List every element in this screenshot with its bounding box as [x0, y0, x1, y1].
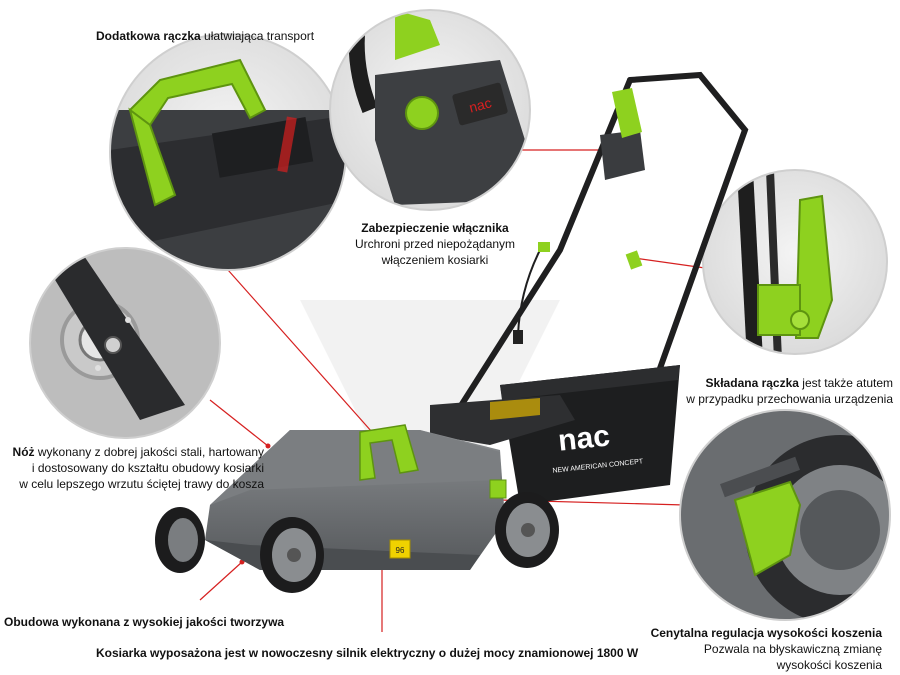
wheel-front-left — [155, 507, 205, 573]
wheel-rear — [495, 492, 559, 568]
callout-housing: Obudowa wykonana z wysokiej jakości twor… — [4, 614, 284, 630]
callout-safety-line1: Urchroni przed niepożądanym — [354, 237, 516, 251]
volume-badge: 96 — [396, 546, 405, 555]
callout-blade-text: wykonany z dobrej jakości stali, hartowa… — [34, 445, 264, 459]
callout-motor-text: Kosiarka wyposażona jest w nowoczesny si… — [96, 646, 639, 660]
callout-height-line2: wysokości koszenia — [776, 658, 882, 672]
line-folding — [633, 257, 706, 269]
callout-safety-line2: włączeniem kosiarki — [381, 253, 489, 267]
line-blade — [209, 399, 269, 447]
callout-housing-text: Obudowa wykonana z wysokiej jakości twor… — [4, 615, 285, 629]
line-handle — [227, 269, 373, 433]
callout-folding-text: jest także atutem — [798, 376, 893, 390]
callout-height: Cenytalna regulacja wysokości koszenia P… — [600, 625, 882, 673]
callout-blade: Nóż wykonany z dobrej jakości stali, har… — [0, 444, 264, 492]
callout-handle-text: ułatwiająca transport — [200, 29, 315, 43]
callout-height-title: Cenytalna regulacja wysokości koszenia — [650, 626, 882, 640]
handle-bar-right — [627, 71, 749, 433]
callout-safety: Zabezpieczenie włącznika Urchroni przed … — [340, 220, 530, 268]
detail-carry-handle — [110, 34, 346, 270]
callout-blade-title: Nóż — [12, 445, 35, 459]
callout-lines — [199, 149, 706, 632]
detail-brand-text: nac — [467, 94, 493, 115]
callout-handle: Dodatkowa rączka ułatwiająca transport — [96, 28, 314, 44]
callout-folding: Składana rączka jest także atutem w przy… — [640, 375, 893, 407]
callout-folding-title: Składana rączka — [705, 376, 799, 390]
callout-blade-line2: i dostosowany do kształtu obudowy kosiar… — [31, 461, 264, 475]
detail-safety-switch: nac — [330, 10, 530, 210]
callout-blade-line3: w celu lepszego wrzutu ściętej trawy do … — [19, 477, 264, 491]
detail-blade — [30, 248, 220, 438]
grassbox-brand: nac — [557, 419, 612, 457]
callout-height-line1: Pozwala na błyskawiczną zmianę — [703, 642, 882, 656]
callout-motor: Kosiarka wyposażona jest w nowoczesny si… — [96, 645, 638, 661]
callout-handle-title: Dodatkowa rączka — [96, 29, 201, 43]
detail-folding-handle — [703, 170, 887, 354]
line-housing — [199, 561, 243, 601]
lawn-mower: nac NEW AMERICAN CONCEPT 96 — [155, 71, 749, 593]
callout-safety-title: Zabezpieczenie włącznika — [361, 221, 509, 235]
height-lever — [489, 479, 507, 499]
wheel-front-right — [260, 517, 324, 593]
callout-folding-line2: w przypadku przechowania urządzenia — [686, 392, 893, 406]
